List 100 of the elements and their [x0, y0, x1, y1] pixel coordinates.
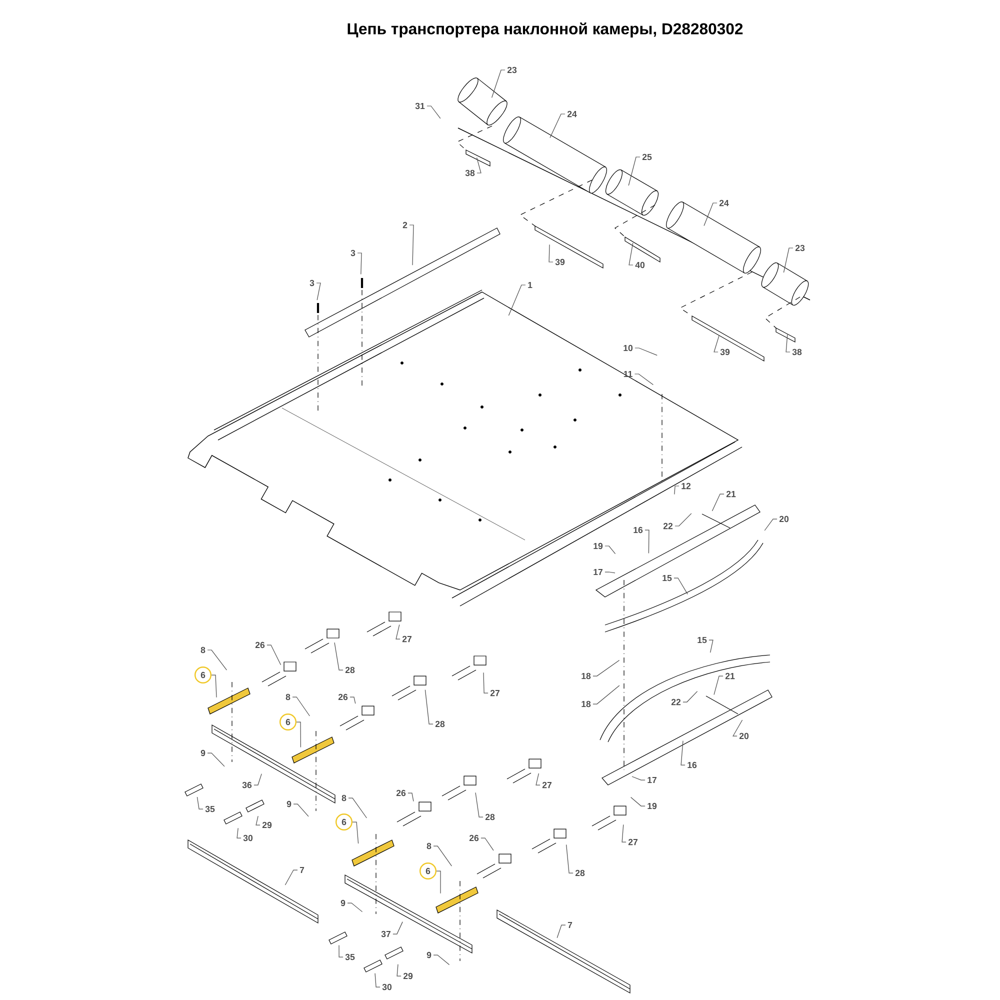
- leader-line: [424, 690, 434, 724]
- leader-line: [708, 640, 714, 653]
- callout-number: 27: [628, 838, 638, 846]
- title: Цепь транспортера наклонной камеры, D28280302: [348, 22, 743, 38]
- leader-line: [266, 644, 282, 666]
- callout-number: 11: [624, 371, 632, 378]
- leader-line: [296, 722, 302, 748]
- callout-number: 23: [795, 244, 805, 252]
- callout-number: 25: [642, 154, 652, 160]
- leader-line: [628, 156, 640, 186]
- callout-number: 8: [200, 646, 206, 654]
- callout-number: 7: [568, 922, 572, 928]
- callout-number: 38: [792, 348, 802, 356]
- leader-line: [256, 816, 260, 826]
- callout-number: 19: [648, 802, 657, 810]
- leader-line: [566, 844, 574, 874]
- leader-line: [433, 846, 452, 866]
- leader-line: [556, 924, 566, 938]
- callout-number: 2: [402, 222, 408, 228]
- leader-line: [628, 242, 634, 266]
- callout-number: 40: [635, 262, 645, 268]
- callout-number: 6: [419, 862, 437, 880]
- callout-number: 3: [350, 250, 356, 256]
- leader-line: [483, 672, 488, 694]
- leader-line: [674, 486, 680, 495]
- leader-line: [592, 660, 620, 676]
- callout-number: 35: [205, 806, 215, 812]
- callout-number: 10: [624, 344, 633, 352]
- callout-number: 17: [594, 569, 602, 576]
- callout-number: 36: [242, 782, 252, 788]
- leader-line: [293, 804, 309, 817]
- leader-line: [704, 202, 718, 226]
- callout-number: 19: [594, 542, 603, 550]
- callout-number: 29: [403, 972, 413, 980]
- leader-line: [409, 224, 414, 266]
- leader-line: [292, 696, 310, 716]
- leader-line: [426, 106, 441, 119]
- leader-line: [196, 796, 204, 810]
- leader-line: [712, 494, 724, 512]
- leader-line: [682, 691, 698, 702]
- callout-number: 26: [255, 642, 265, 648]
- callout-number: 9: [200, 750, 206, 756]
- leader-line: [211, 674, 217, 698]
- leader-line: [632, 776, 646, 780]
- callout-number: 20: [739, 732, 749, 740]
- leader-line: [508, 284, 526, 316]
- callout-number: 9: [426, 952, 432, 958]
- callout-number: 18: [582, 700, 591, 708]
- leader-line: [433, 954, 450, 966]
- leader-line: [396, 964, 402, 976]
- callout-number: 26: [469, 834, 479, 842]
- leader-line: [536, 773, 540, 786]
- callout-number: 29: [262, 822, 272, 828]
- callout-number: 1: [528, 282, 532, 288]
- callout-number: 39: [720, 348, 730, 356]
- leader-line: [714, 336, 720, 352]
- callout-number: 22: [671, 698, 681, 706]
- callout-number: 8: [426, 842, 432, 850]
- leader-line: [630, 796, 646, 806]
- callout-number: 9: [340, 900, 346, 906]
- leader-line: [644, 530, 650, 554]
- callout-number: 37: [381, 930, 390, 938]
- leader-line: [732, 720, 743, 736]
- callout-number: 21: [726, 490, 736, 498]
- callout-number: 28: [435, 720, 445, 728]
- callout-number: 24: [719, 200, 729, 206]
- leader-line: [634, 374, 654, 386]
- callout-number: 7: [300, 867, 304, 874]
- leader-line: [392, 922, 403, 934]
- callout-number: 22: [663, 522, 673, 530]
- leader-line: [475, 792, 484, 818]
- leader-line: [492, 70, 506, 98]
- leader-line: [236, 828, 242, 838]
- leader-line: [622, 824, 626, 842]
- leader-line: [550, 114, 566, 138]
- callout-number: 9: [286, 800, 292, 808]
- leader-line: [254, 774, 262, 786]
- callout-number: 8: [286, 694, 290, 700]
- leader-line: [284, 870, 298, 886]
- callout-number: 20: [779, 516, 789, 522]
- leader-line: [374, 973, 380, 988]
- leader-line: [480, 838, 494, 851]
- callout-number: 16: [634, 526, 643, 534]
- callout-number: 30: [382, 984, 392, 990]
- leader-line: [604, 546, 616, 554]
- leader-line: [334, 642, 344, 670]
- leader-line: [714, 676, 724, 696]
- callout-number: 17: [648, 777, 656, 784]
- callout-number: 8: [342, 794, 346, 802]
- leader-line: [764, 518, 778, 531]
- leader-line: [350, 696, 356, 704]
- leader-line: [316, 282, 321, 300]
- callout-number: 18: [582, 672, 591, 680]
- callout-number: 3: [310, 280, 314, 286]
- leader-line: [674, 578, 688, 595]
- leader-line: [338, 944, 344, 958]
- leader-line: [357, 252, 362, 275]
- callout-number: 27: [402, 636, 412, 642]
- leader-line: [348, 798, 368, 818]
- callout-number: 35: [345, 954, 355, 960]
